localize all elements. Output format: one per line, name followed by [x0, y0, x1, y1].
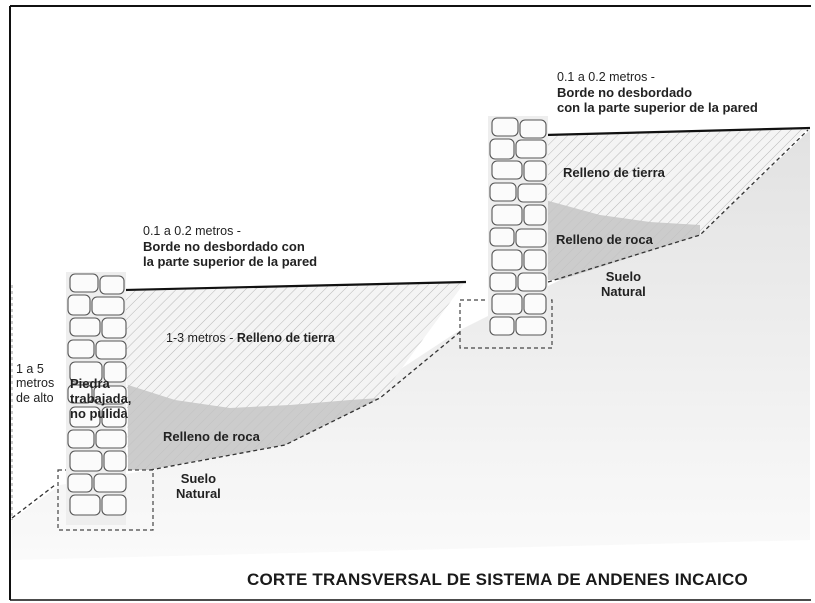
lower-earth-fill-measure: 1-3 metros -	[166, 331, 237, 345]
wall-height-label: 1 a 5 metros de alto	[16, 362, 55, 405]
lower-natural-soil-label: Suelo Natural	[176, 471, 221, 501]
natural-soil-area	[12, 130, 810, 560]
ground-line-middle	[149, 331, 461, 471]
diagram-title: CORTE TRANSVERSAL DE SISTEMA DE ANDENES …	[247, 570, 748, 589]
upper-rock-fill	[545, 200, 700, 280]
ground-line-left	[11, 484, 56, 519]
upper-edge-note: Borde no desbordado con la parte superio…	[557, 85, 758, 115]
lower-earth-fill-label: 1-3 metros - Relleno de tierra	[166, 331, 335, 345]
lower-wall-foundation	[57, 469, 154, 531]
lower-earth-fill-text: Relleno de tierra	[236, 331, 335, 345]
lower-rock-fill	[128, 385, 380, 470]
lower-terrace-surface	[124, 280, 467, 292]
upper-natural-soil-label: Suelo Natural	[601, 269, 646, 299]
upper-stone-wall	[488, 116, 548, 344]
upper-terrace-surface	[544, 126, 811, 137]
upper-earth-fill-label: Relleno de tierra	[563, 165, 665, 180]
upper-edge-measure: 0.1 a 0.2 metros -	[557, 70, 655, 84]
ground-line-right	[547, 129, 809, 283]
lower-stone-wall	[66, 272, 127, 525]
wall-material-label: Piedra trabajada, no pulida	[70, 376, 132, 421]
lower-edge-measure: 0.1 a 0.2 metros -	[143, 224, 241, 238]
lower-edge-note: Borde no desbordado con la parte superio…	[143, 239, 318, 269]
upper-rock-fill-label: Relleno de roca	[556, 232, 653, 247]
lower-rock-fill-label: Relleno de roca	[163, 429, 260, 444]
